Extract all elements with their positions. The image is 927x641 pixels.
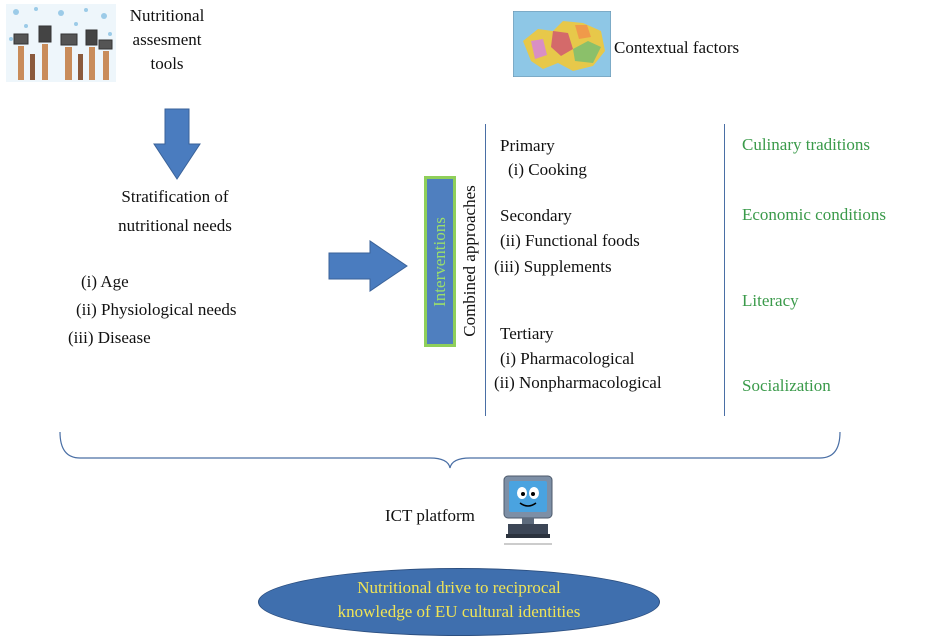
interventions-label: Interventions: [430, 216, 449, 307]
ict-platform-label: ICT platform: [385, 506, 475, 525]
combined-approaches-label: Combined approaches: [460, 185, 479, 337]
primary-item-cooking: (i) Cooking: [508, 160, 587, 179]
divider-left: [485, 124, 486, 416]
tertiary-title: Tertiary: [500, 324, 554, 343]
secondary-title: Secondary: [500, 206, 572, 225]
tertiary-item-nonpharmacological: (ii) Nonpharmacological: [494, 373, 662, 392]
contextual-factors-title: Contextual factors: [614, 38, 740, 57]
stratification-item-disease: (iii) Disease: [68, 328, 151, 347]
stratification-item-physiological: (ii) Physiological needs: [76, 300, 237, 319]
secondary-item-functional-foods: (ii) Functional foods: [500, 231, 640, 250]
factor-economic-conditions: Economic conditions: [742, 205, 887, 224]
goal-text: Nutritional drive to reciprocal knowledg…: [337, 578, 581, 621]
devices-hands-icon: [6, 4, 116, 82]
factor-culinary-traditions: Culinary traditions: [742, 135, 870, 154]
stratification-item-age: (i) Age: [81, 272, 129, 291]
secondary-item-supplements: (iii) Supplements: [494, 257, 612, 276]
stratification-title: Stratification of nutritional needs: [118, 187, 232, 235]
tertiary-item-pharmacological: (i) Pharmacological: [500, 349, 635, 368]
goal-ellipse: Nutritional drive to reciprocal knowledg…: [258, 568, 660, 636]
factor-socialization: Socialization: [742, 376, 831, 395]
grouping-brace: [59, 431, 841, 469]
europe-map-icon: [513, 11, 611, 77]
primary-title: Primary: [500, 136, 555, 155]
right-arrow: [328, 240, 408, 292]
factor-literacy: Literacy: [742, 291, 799, 310]
down-arrow: [153, 108, 201, 180]
divider-right: [724, 124, 725, 416]
computer-mascot-icon: [503, 475, 553, 545]
assessment-title: Nutritional assesment tools: [129, 6, 205, 73]
interventions-box: Interventions: [424, 176, 456, 347]
